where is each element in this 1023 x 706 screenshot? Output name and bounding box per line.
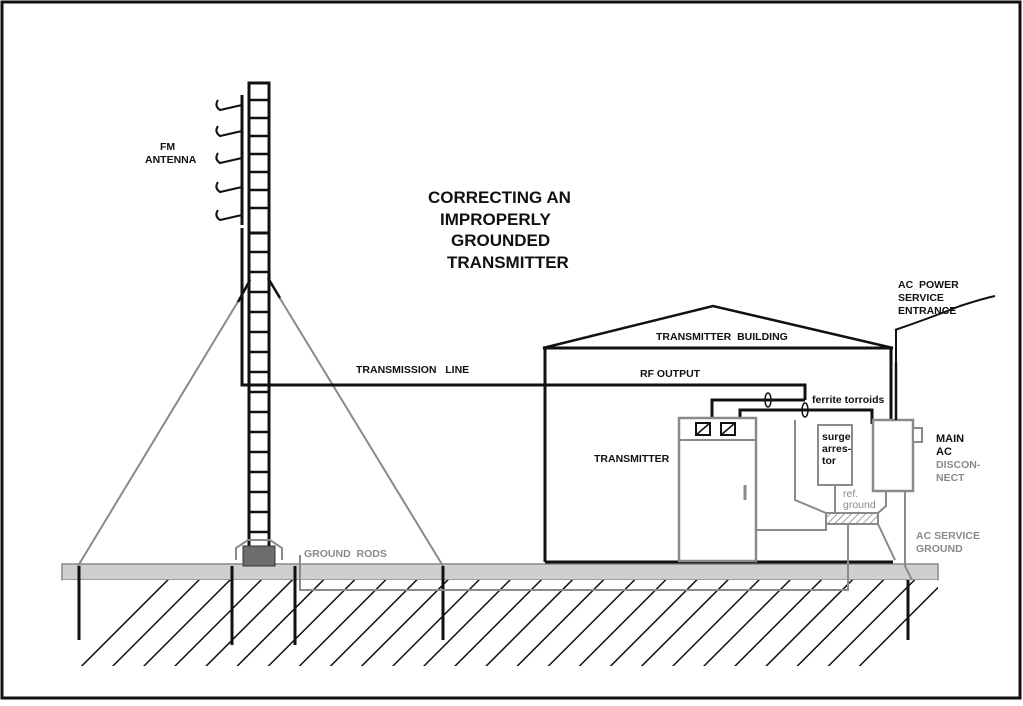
rf-output-line bbox=[543, 383, 874, 424]
surge-arrestor-label-2: arres- bbox=[822, 443, 852, 455]
title-line-4: TRANSMITTER bbox=[447, 253, 569, 272]
ferrite-torroids-label: ferrite torroids bbox=[812, 394, 885, 406]
fm-antenna-label-1: FM bbox=[160, 141, 175, 153]
surge-arrestor-label-1: surge bbox=[822, 431, 851, 443]
title-line-1: CORRECTING AN bbox=[428, 188, 571, 207]
antenna-tower bbox=[235, 81, 283, 567]
main-ac-label-2: AC bbox=[936, 446, 952, 458]
earth-hatching bbox=[62, 580, 938, 666]
ac-service-wire bbox=[894, 295, 996, 331]
surge-arrestor-label-3: tor bbox=[822, 455, 836, 467]
fm-antenna-bays bbox=[215, 95, 244, 225]
rf-output-label: RF OUTPUT bbox=[640, 368, 701, 380]
guy-wires bbox=[77, 281, 444, 567]
ref-ground-label-1: ref. bbox=[843, 488, 858, 500]
ac-power-label-2: SERVICE bbox=[898, 292, 944, 304]
ground-rods-left bbox=[77, 566, 445, 645]
disconnect-label-4: NECT bbox=[936, 472, 965, 484]
ac-service-ground-label-2: GROUND bbox=[916, 543, 963, 555]
main-ac-label-1: MAIN bbox=[936, 433, 964, 445]
ac-power-label-3: ENTRANCE bbox=[898, 305, 956, 317]
transmission-line-label: TRANSMISSION LINE bbox=[356, 364, 469, 376]
ground-rods-label: GROUND RODS bbox=[304, 548, 387, 560]
main-ac-disconnect-box bbox=[871, 330, 923, 493]
disconnect-label-3: DISCON- bbox=[936, 459, 981, 471]
ac-service-ground-label-1: AC SERVICE bbox=[916, 530, 980, 542]
transmitter-label: TRANSMITTER bbox=[594, 453, 670, 465]
ac-power-label-1: AC POWER bbox=[898, 279, 959, 291]
fm-antenna-label-2: ANTENNA bbox=[145, 154, 197, 166]
diagram-title: CORRECTING AN IMPROPERLY GROUNDED TRANSM… bbox=[428, 188, 571, 272]
transmission-line bbox=[240, 228, 545, 387]
title-line-2: IMPROPERLY bbox=[440, 210, 552, 229]
transmitter-cabinet bbox=[677, 416, 758, 563]
guy-wire-tops bbox=[236, 277, 282, 303]
ferrite-torroid-markers bbox=[764, 392, 809, 418]
ref-ground-connections bbox=[299, 420, 913, 591]
ref-ground-label-2: ground bbox=[843, 499, 876, 511]
ground-surface bbox=[61, 563, 939, 581]
title-line-3: GROUNDED bbox=[451, 231, 550, 250]
transmitter-building-label: TRANSMITTER BUILDING bbox=[656, 331, 788, 343]
